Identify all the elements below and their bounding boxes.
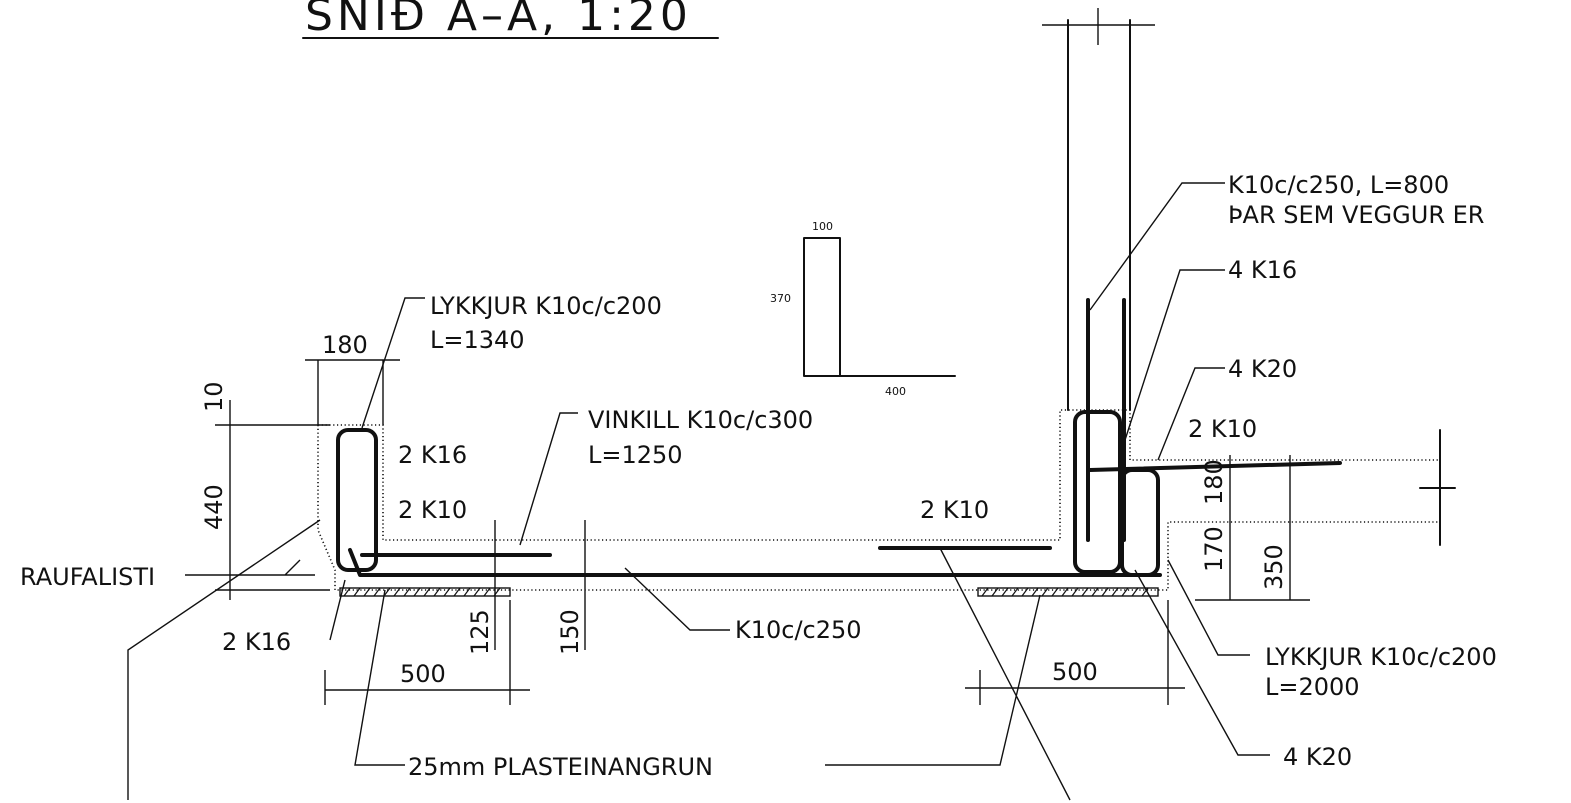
wall-lines: [1067, 19, 1131, 411]
callout-k16-bottom: 2 K16: [222, 628, 291, 656]
callout-loop-left: LYKKJUR K10c/c200: [430, 292, 662, 320]
dim-350: 350: [1260, 544, 1288, 590]
bar-shape-side: 370: [770, 292, 791, 305]
wall-loop-bar: [1073, 410, 1122, 574]
bottom-bar: [348, 548, 1162, 577]
callout-k10-right: 2 K10: [1188, 415, 1257, 443]
callout-loop-right-length: L=2000: [1265, 673, 1360, 701]
leader-lines: [127, 182, 1270, 801]
wall-break: [1042, 8, 1155, 45]
dim-125: 125: [466, 609, 494, 655]
dimension-lines: [185, 359, 1310, 705]
callout-angle-length: L=1250: [588, 441, 683, 469]
callout-k10-left: 2 K10: [398, 496, 467, 524]
k10-right-bar: [1088, 461, 1342, 472]
callout-k10-slab: K10c/c250: [735, 616, 862, 644]
dim-500-left: 500: [400, 660, 446, 688]
bar-shape-bottom: 400: [885, 385, 906, 398]
loop-left-bar: [336, 428, 378, 572]
dim-180-right: 180: [1200, 459, 1228, 505]
bar-shape-detail: 100 370 400: [770, 220, 956, 398]
loop-right-bar: [1120, 468, 1160, 577]
wall-vertical-bars: [1086, 298, 1126, 542]
insulation-hatch: [339, 587, 1159, 597]
concrete-section: [317, 8, 1456, 591]
dim-500-right: 500: [1052, 658, 1098, 686]
callout-k20-lower: 4 K20: [1283, 743, 1352, 771]
callout-groove: RAUFALISTI: [20, 563, 155, 591]
reinforcement: [336, 298, 1342, 577]
dim-180: 180: [322, 331, 368, 359]
dim-10: 10: [200, 381, 228, 412]
dim-150: 150: [556, 609, 584, 655]
drawing-title: SNIÐ A–A, 1:20: [305, 0, 692, 41]
callout-insulation: 25mm PLASTEINANGRUN: [408, 753, 713, 781]
bar-shape-top: 100: [812, 220, 833, 233]
callout-k10-mid: 2 K10: [920, 496, 989, 524]
callout-k20-upper: 4 K20: [1228, 355, 1297, 383]
callout-k10-wall: K10c/c250, L=800: [1228, 171, 1449, 199]
dim-170: 170: [1200, 526, 1228, 572]
callout-wall-note: ÞAR SEM VEGGUR ER: [1228, 201, 1484, 229]
callout-k16-left: 2 K16: [398, 441, 467, 469]
callout-k16-right: 4 K16: [1228, 256, 1297, 284]
dim-440: 440: [200, 484, 228, 530]
callout-angle: VINKILL K10c/c300: [588, 406, 813, 434]
callout-loop-right: LYKKJUR K10c/c200: [1265, 643, 1497, 671]
callout-loop-left-length: L=1340: [430, 326, 525, 354]
slab-break: [1419, 429, 1456, 546]
